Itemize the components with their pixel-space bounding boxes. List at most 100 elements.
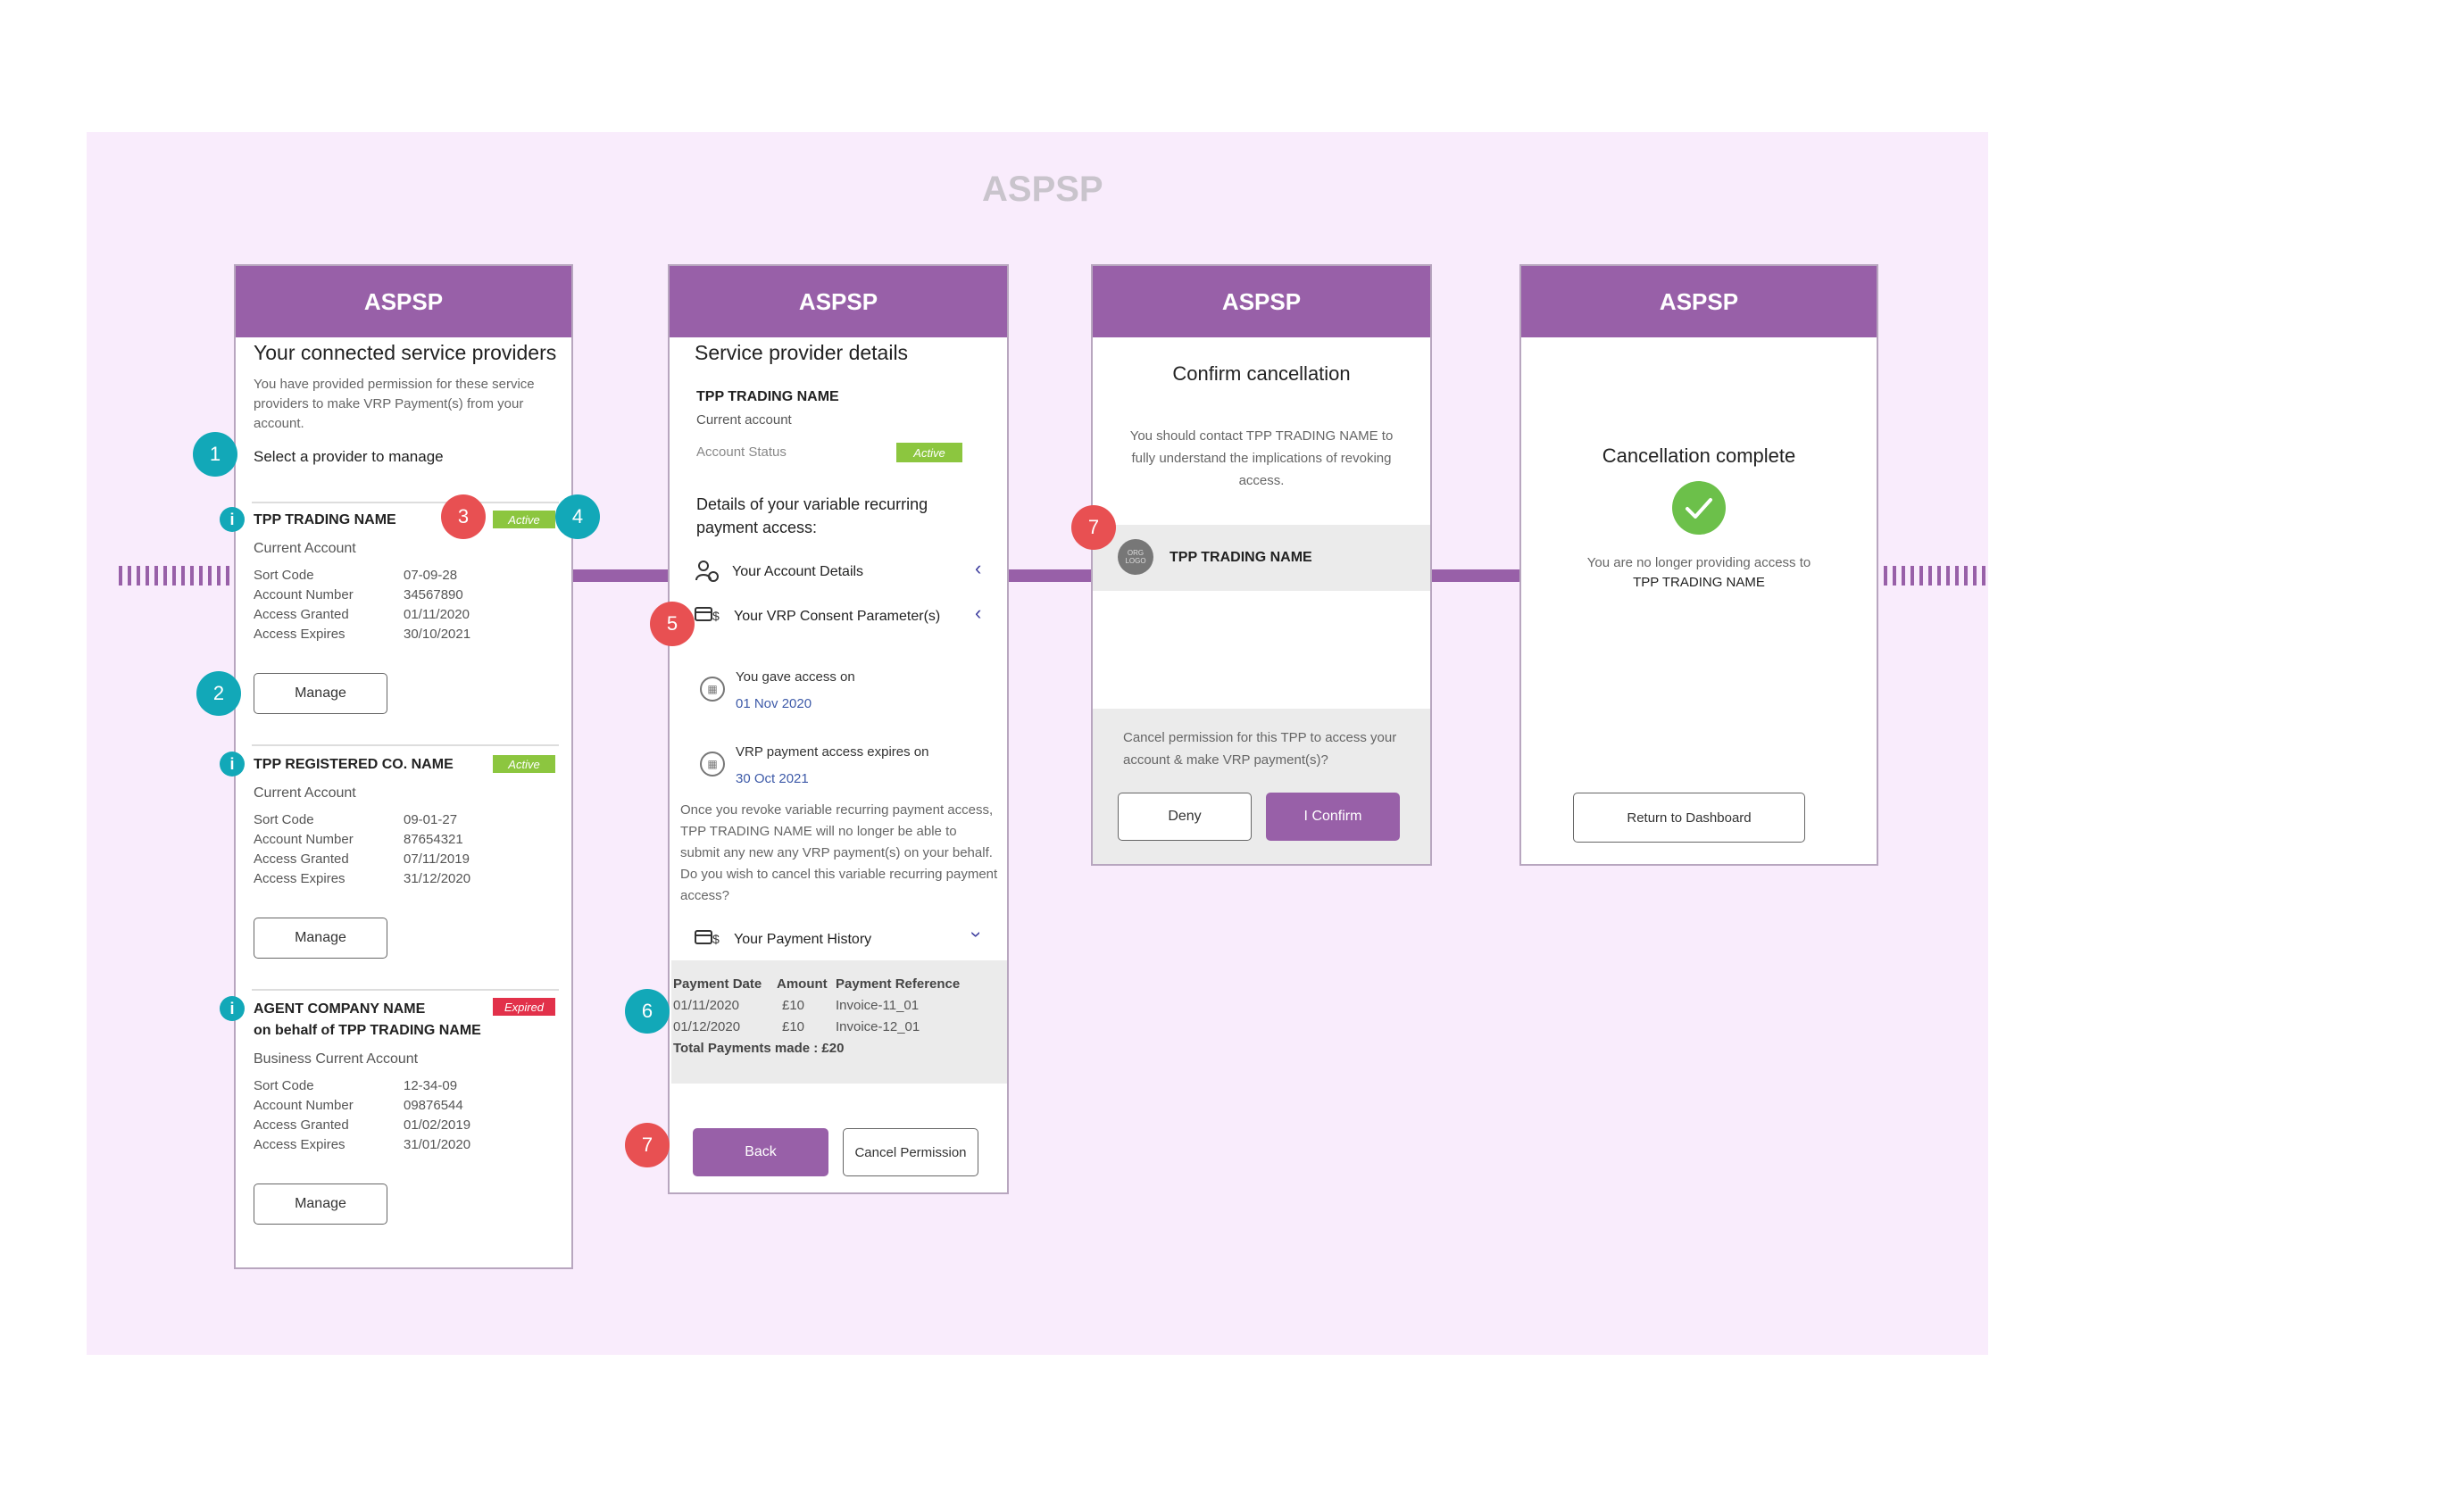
- table-cell: 01/12/2020: [673, 1019, 741, 1034]
- value-account-number: 34567890: [404, 587, 463, 602]
- return-dashboard-button[interactable]: Return to Dashboard: [1573, 793, 1805, 843]
- contact-message: You should contact TPP TRADING NAME to f…: [1129, 428, 1394, 488]
- label-access-expires: Access Expires: [254, 627, 345, 642]
- manage-button[interactable]: Manage: [254, 673, 387, 714]
- chevron-left-icon: ‹: [975, 557, 982, 579]
- provider-name: TPP TRADING NAME: [254, 512, 396, 527]
- info-icon: i: [220, 996, 245, 1021]
- value-access-expires: 30/10/2021: [404, 627, 471, 642]
- vrp-consent-row[interactable]: $ Your VRP Consent Parameter(s) ‹: [695, 602, 989, 630]
- label-sort-code: Sort Code: [254, 568, 314, 583]
- screen-connected-providers: ASPSP Your connected service providers Y…: [234, 264, 573, 1269]
- payment-history-row[interactable]: $ Your Payment History ‹: [695, 926, 989, 953]
- expires-label: VRP payment access expires on: [736, 744, 929, 760]
- total-payments: Total Payments made : £20: [673, 1041, 845, 1056]
- flow-connector-3-4: [1430, 569, 1523, 582]
- org-logo: ORG LOGO: [1118, 539, 1153, 575]
- complete-message: You are no longer providing access to: [1586, 555, 1811, 570]
- row-label: Your Payment History: [734, 932, 872, 947]
- deny-button[interactable]: Deny: [1118, 793, 1252, 841]
- status-badge: Active: [896, 443, 962, 462]
- info-icon: i: [220, 752, 245, 777]
- row-label: Your VRP Consent Parameter(s): [734, 609, 941, 624]
- value-access-expires: 31/12/2020: [404, 871, 471, 886]
- account-type: Business Current Account: [254, 1051, 419, 1067]
- page-title: Your connected service providers: [254, 341, 557, 364]
- label-account-number: Account Number: [254, 587, 354, 602]
- screen-header: ASPSP: [1521, 266, 1877, 337]
- gave-access-label: You gave access on: [736, 669, 855, 685]
- provider-name: AGENT COMPANY NAME: [254, 1001, 426, 1017]
- table-cell: Invoice-11_01: [836, 998, 920, 1013]
- tpp-name: TPP TRADING NAME: [1170, 550, 1312, 565]
- divider: [252, 989, 559, 991]
- status-badge: Expired: [493, 998, 555, 1016]
- provider-name: TPP REGISTERED CO. NAME: [254, 757, 454, 772]
- provider-subname: on behalf of TPP TRADING NAME: [254, 1023, 481, 1038]
- table-cell: £10: [782, 998, 805, 1013]
- step-marker-5: 5: [650, 602, 695, 646]
- table-cell: Invoice-12_01: [836, 1019, 920, 1034]
- label-sort-code: Sort Code: [254, 812, 314, 827]
- value-sort-code: 07-09-28: [404, 568, 458, 583]
- confirm-footer: Cancel permission for this TPP to access…: [1093, 709, 1430, 864]
- label-account-number: Account Number: [254, 1098, 354, 1113]
- account-status-label: Account Status: [696, 444, 787, 460]
- status-badge: Active: [493, 755, 555, 773]
- select-prompt: Select a provider to manage: [254, 448, 444, 465]
- footer-text: Cancel permission for this TPP to access…: [1123, 730, 1397, 768]
- card-dollar-icon: $: [695, 607, 720, 623]
- tpp-row: ORG LOGO TPP TRADING NAME: [1093, 525, 1430, 591]
- cancel-permission-button[interactable]: Cancel Permission: [843, 1128, 978, 1176]
- svg-text:$: $: [712, 932, 720, 946]
- svg-text:$: $: [712, 609, 720, 623]
- back-button[interactable]: Back: [693, 1128, 828, 1176]
- screen-header: ASPSP: [670, 266, 1007, 337]
- chevron-down-icon: ‹: [962, 931, 986, 938]
- info-icon: i: [220, 507, 245, 532]
- step-marker-7: 7: [625, 1123, 670, 1167]
- details-heading: Details of your variable recurring payme…: [696, 495, 928, 536]
- label-access-granted: Access Granted: [254, 851, 349, 867]
- value-sort-code: 12-34-09: [404, 1078, 458, 1093]
- account-type: Current Account: [254, 541, 356, 556]
- column-header: Payment Date: [673, 976, 762, 992]
- step-marker-2: 2: [196, 671, 241, 716]
- account-label: Current account: [696, 412, 792, 428]
- step-marker-3: 3: [441, 494, 486, 539]
- screen-provider-details: ASPSP Service provider details TPP TRADI…: [668, 264, 1009, 1194]
- calendar-icon: ▦: [700, 752, 725, 777]
- label-access-expires: Access Expires: [254, 871, 345, 886]
- table-cell: £10: [782, 1019, 805, 1034]
- user-settings-icon: [695, 561, 719, 582]
- value-access-granted: 01/02/2019: [404, 1117, 471, 1133]
- screen-cancellation-complete: ASPSP Cancellation complete You are no l…: [1519, 264, 1878, 866]
- check-circle-icon: [1672, 481, 1726, 535]
- confirm-button[interactable]: I Confirm: [1266, 793, 1400, 841]
- column-header: Payment Reference: [836, 976, 961, 992]
- row-label: Your Account Details: [732, 564, 864, 579]
- value-sort-code: 09-01-27: [404, 812, 458, 827]
- page-title: Service provider details: [695, 341, 909, 364]
- table-cell: 01/11/2020: [673, 998, 739, 1013]
- page-title: Confirm cancellation: [1172, 362, 1351, 385]
- calendar-icon: ▦: [700, 677, 725, 702]
- divider: [252, 744, 559, 746]
- value-access-granted: 07/11/2019: [404, 851, 470, 867]
- account-details-row[interactable]: Your Account Details ‹: [695, 557, 989, 586]
- divider: [252, 502, 559, 503]
- flow-connector-1-2: [571, 569, 671, 582]
- tpp-name: TPP TRADING NAME: [696, 389, 839, 404]
- label-access-expires: Access Expires: [254, 1137, 345, 1152]
- flow-connector-2-3: [1007, 569, 1095, 582]
- label-access-granted: Access Granted: [254, 1117, 349, 1133]
- status-badge: Active: [493, 511, 555, 528]
- label-access-granted: Access Granted: [254, 607, 349, 622]
- screen-header: ASPSP: [236, 266, 571, 337]
- step-marker-4: 4: [555, 494, 600, 539]
- manage-button[interactable]: Manage: [254, 918, 387, 959]
- card-dollar-icon: $: [695, 930, 720, 946]
- intro-text: You have provided permission for these s…: [254, 377, 535, 431]
- manage-button[interactable]: Manage: [254, 1184, 387, 1225]
- payment-history-table: Payment Date Amount Payment Reference 01…: [671, 960, 1007, 1084]
